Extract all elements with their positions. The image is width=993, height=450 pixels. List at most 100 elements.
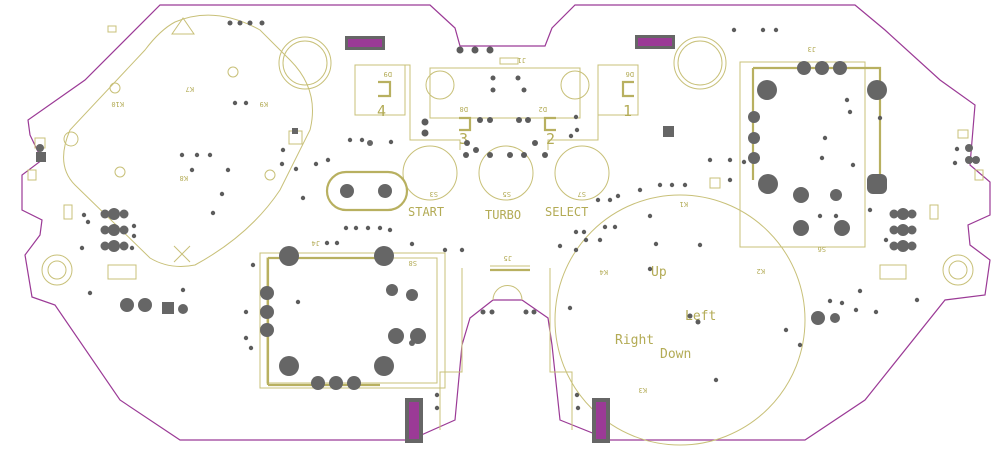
left-shoulder-button bbox=[278, 36, 332, 90]
pad bbox=[292, 128, 298, 134]
j4-pad bbox=[410, 328, 426, 344]
led-header-box bbox=[429, 67, 581, 119]
k10-label: K10 bbox=[111, 100, 124, 108]
pad-outline bbox=[957, 129, 969, 139]
k9-label: K9 bbox=[260, 100, 268, 108]
k7-label: K7 bbox=[186, 85, 194, 93]
j4-mount-pad bbox=[279, 356, 299, 376]
k3-label: K3 bbox=[639, 386, 647, 394]
pad-outline bbox=[929, 204, 939, 220]
mounting-hole-right bbox=[942, 254, 974, 286]
cross-button-outline-b bbox=[173, 245, 191, 263]
led-3-glyph bbox=[459, 116, 472, 132]
j4-pad bbox=[386, 284, 398, 296]
j4-mount-pad bbox=[279, 246, 299, 266]
led-4-glyph bbox=[378, 80, 392, 98]
dpad-up-label: Up bbox=[651, 265, 667, 280]
d9-outline bbox=[354, 64, 406, 116]
j3-pad bbox=[793, 187, 809, 203]
j4-mount-pad bbox=[374, 246, 394, 266]
circle-button-outline bbox=[63, 131, 79, 147]
j4-mount-pad bbox=[374, 356, 394, 376]
d2-label: D2 bbox=[539, 105, 547, 113]
j3-pad bbox=[834, 220, 850, 236]
s5-label: S5 bbox=[503, 190, 511, 198]
j4-pad bbox=[260, 323, 274, 337]
s6-label: S6 bbox=[818, 245, 826, 253]
s8-label: S8 bbox=[409, 259, 417, 267]
d6-label: D6 bbox=[626, 70, 634, 78]
led-1-glyph bbox=[621, 80, 634, 98]
j4-label: J4 bbox=[312, 239, 320, 247]
d9-label: D9 bbox=[384, 70, 392, 78]
k2-label: K2 bbox=[757, 267, 765, 275]
j3-pad bbox=[748, 152, 760, 164]
pad bbox=[663, 126, 674, 137]
j4-pad bbox=[311, 376, 325, 390]
right-rail bbox=[549, 268, 573, 430]
pad-outline bbox=[63, 204, 73, 220]
pad-outline bbox=[107, 264, 137, 280]
pad-ring bbox=[227, 66, 239, 78]
j4-pad bbox=[260, 286, 274, 300]
j5-label: J5 bbox=[504, 254, 512, 262]
pad bbox=[36, 152, 46, 162]
left-dpad-outline bbox=[63, 14, 313, 267]
right-dpad-outline bbox=[554, 194, 806, 446]
j3-mount-pad bbox=[867, 174, 887, 194]
crystal-pad-b bbox=[378, 184, 392, 198]
j4-pad bbox=[347, 376, 361, 390]
pad-outline bbox=[107, 25, 117, 33]
d8-label: D8 bbox=[460, 105, 468, 113]
j3-pad bbox=[830, 189, 842, 201]
pad-cluster bbox=[36, 140, 980, 346]
j3-pad bbox=[748, 132, 760, 144]
s7-label: S7 bbox=[578, 190, 586, 198]
tab-notch bbox=[492, 285, 523, 301]
turbo-label: TURBO bbox=[485, 208, 521, 222]
board-outline bbox=[21, 4, 991, 441]
select-label: SELECT bbox=[545, 205, 588, 219]
right-connector-slot bbox=[638, 38, 672, 46]
via-field bbox=[79, 20, 960, 411]
select-button-outline bbox=[554, 145, 610, 201]
led-frame-left bbox=[355, 64, 461, 150]
pad-outline bbox=[974, 169, 984, 181]
k4-label: K4 bbox=[600, 268, 608, 276]
d6-outline bbox=[597, 64, 639, 116]
pad bbox=[162, 302, 174, 314]
turbo-button-outline bbox=[478, 145, 534, 201]
led-4-label: 4 bbox=[377, 102, 386, 120]
bottom-right-connector-slot bbox=[596, 402, 606, 439]
j1-label: J1 bbox=[518, 56, 526, 64]
k8-label: K8 bbox=[180, 174, 188, 182]
j3-frame-top bbox=[753, 66, 882, 180]
start-label: START bbox=[408, 205, 444, 219]
triangle-button-outline bbox=[171, 17, 195, 35]
j4-pad bbox=[260, 305, 274, 319]
start-button-outline bbox=[402, 145, 458, 201]
pad-outline bbox=[27, 169, 37, 181]
led-2-label: 2 bbox=[546, 130, 555, 148]
mounting-hole-left bbox=[41, 254, 73, 286]
j1-outline bbox=[499, 57, 519, 65]
j3-pad bbox=[815, 61, 829, 75]
bottom-left-connector-slot bbox=[409, 402, 419, 439]
led-1-label: 1 bbox=[623, 102, 632, 120]
j3-mount-pad bbox=[757, 80, 777, 100]
left-connector-slot bbox=[348, 39, 382, 47]
j3-pad bbox=[833, 61, 847, 75]
dpad-down-label: Down bbox=[660, 347, 691, 362]
j3-pad bbox=[748, 111, 760, 123]
s3-label: S3 bbox=[430, 190, 438, 198]
pad-outline bbox=[879, 264, 907, 280]
j4-pad bbox=[406, 289, 418, 301]
j3-pad bbox=[797, 61, 811, 75]
j3-mount-pad bbox=[867, 80, 887, 100]
j3-pad bbox=[793, 220, 809, 236]
led-lens-left bbox=[425, 70, 455, 100]
led-3-label: 3 bbox=[459, 130, 468, 148]
k1-label: K1 bbox=[680, 200, 688, 208]
